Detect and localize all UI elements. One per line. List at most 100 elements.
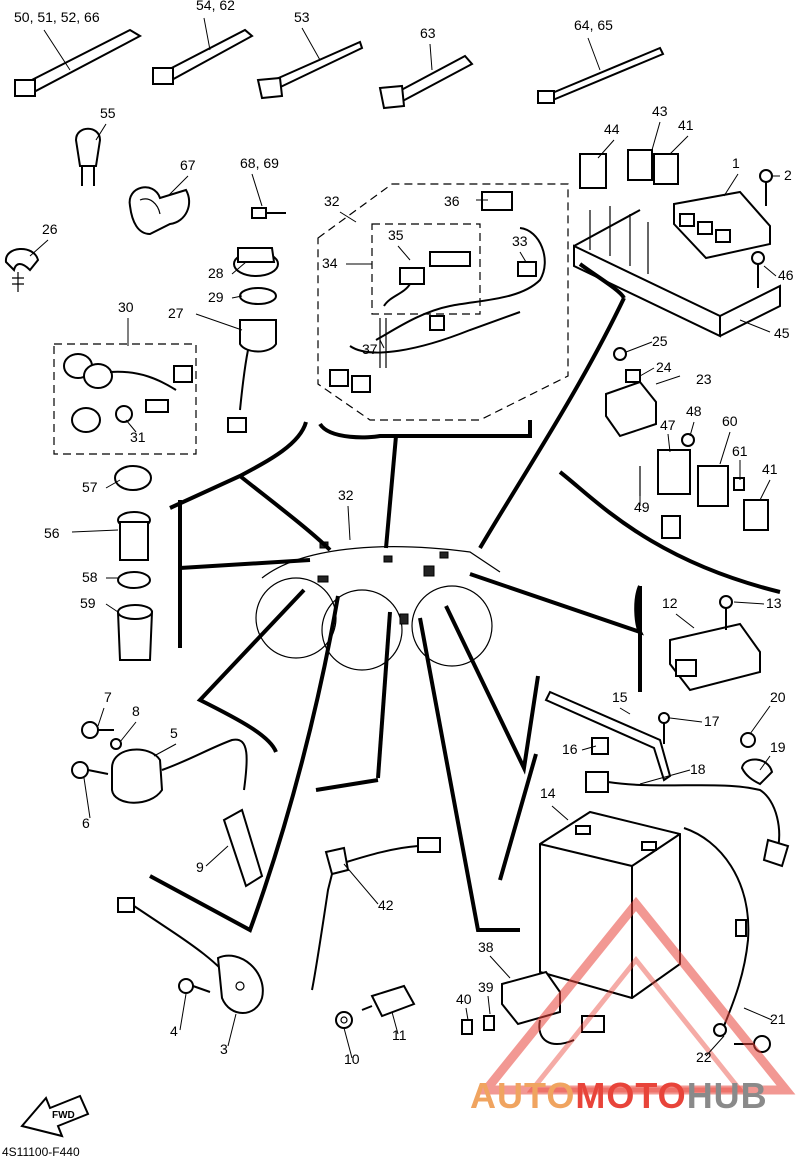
sensor-42 xyxy=(311,837,441,991)
leader-line xyxy=(231,261,247,275)
callout-45: 45 xyxy=(774,325,790,341)
leader-line xyxy=(231,295,243,299)
battery-cable-21 xyxy=(683,827,750,1037)
cover-19-20 xyxy=(740,732,774,786)
ignition-coil-5 xyxy=(71,721,264,888)
leader-line xyxy=(739,319,771,333)
callout-67: 67 xyxy=(180,157,196,173)
watermark-part-moto: MOTO xyxy=(575,1075,686,1116)
callout-38: 38 xyxy=(478,939,494,955)
leader-line xyxy=(301,27,321,61)
callout-13: 13 xyxy=(766,595,782,611)
callout-3: 3 xyxy=(220,1041,228,1057)
callout-44: 44 xyxy=(604,121,620,137)
callout-23: 23 xyxy=(696,371,712,387)
leader-line xyxy=(733,601,765,605)
switch-11 xyxy=(361,984,416,1018)
leader-line xyxy=(705,1035,725,1057)
leader-line xyxy=(625,341,653,353)
callout-42: 42 xyxy=(378,897,394,913)
leader-line xyxy=(487,995,491,1015)
rectifier-regulator-12 xyxy=(669,595,761,692)
callout-34: 34 xyxy=(322,255,338,271)
callout-48: 48 xyxy=(686,403,702,419)
callout-35: 35 xyxy=(388,227,404,243)
ecu-unit-1 xyxy=(673,190,771,260)
callout-26: 26 xyxy=(42,221,58,237)
damper-16 xyxy=(591,737,609,755)
callout-61: 61 xyxy=(732,443,748,459)
watermark: AUTOMOTOHUB xyxy=(470,896,796,1116)
leader-line xyxy=(179,993,187,1031)
callout-41-top: 41 xyxy=(678,117,694,133)
callout-56: 56 xyxy=(44,525,60,541)
relays-43-44-41 xyxy=(579,149,679,189)
leader-line xyxy=(29,239,49,257)
callout-32-mid: 32 xyxy=(338,487,354,503)
bulb-set-30 xyxy=(53,343,197,455)
leader-line xyxy=(105,603,119,613)
callout-9: 9 xyxy=(196,859,204,875)
part-cable-tie-53 xyxy=(256,40,364,100)
part-key-68 xyxy=(251,207,286,219)
part-cable-tie-54 xyxy=(152,28,254,85)
callout-12: 12 xyxy=(662,595,678,611)
leader-line xyxy=(83,777,91,819)
callout-40: 40 xyxy=(456,991,472,1007)
svg-text:AUTOMOTOHUB: AUTOMOTOHUB xyxy=(470,1075,768,1116)
ecu-bracket-45 xyxy=(573,206,781,338)
callout-36: 36 xyxy=(444,193,460,209)
leader-line xyxy=(251,173,263,207)
callout-2: 2 xyxy=(784,167,792,183)
leader-line xyxy=(519,251,527,263)
fuses-60-61-41 xyxy=(697,465,769,531)
leader-line xyxy=(71,529,119,533)
fuse-box-47 xyxy=(639,433,695,539)
accessory-socket-56 xyxy=(114,465,154,661)
leader-line xyxy=(723,173,739,197)
callout-68-69: 68, 69 xyxy=(240,155,279,171)
leader-line xyxy=(397,245,411,261)
leader-line xyxy=(551,805,569,821)
callout-22: 22 xyxy=(696,1049,712,1065)
callout-33: 33 xyxy=(512,233,528,249)
callout-15: 15 xyxy=(612,689,628,705)
leader-line xyxy=(205,845,229,867)
callout-leaders xyxy=(29,17,780,1059)
callout-49: 49 xyxy=(634,499,650,515)
callout-63: 63 xyxy=(420,25,436,41)
callout-14: 14 xyxy=(540,785,556,801)
fwd-label: FWD xyxy=(52,1110,75,1121)
leader-line xyxy=(669,135,689,155)
starter-relay-23 xyxy=(605,347,657,438)
bolt-2 xyxy=(759,169,773,206)
callout-59: 59 xyxy=(80,595,96,611)
callout-18: 18 xyxy=(690,761,706,777)
part-clamp-67 xyxy=(128,186,191,236)
callout-57: 57 xyxy=(82,479,98,495)
callout-4: 4 xyxy=(170,1023,178,1039)
drawing-code: 4S11100-F440 xyxy=(2,1145,80,1159)
leader-line xyxy=(749,705,771,735)
callout-17: 17 xyxy=(704,713,720,729)
callout-11: 11 xyxy=(392,1027,407,1043)
callout-54-62: 54, 62 xyxy=(196,0,235,13)
leader-line xyxy=(651,121,661,151)
callout-29: 29 xyxy=(208,289,224,305)
callout-50-51-52-66: 50, 51, 52, 66 xyxy=(14,9,100,25)
callout-19: 19 xyxy=(770,739,786,755)
callout-41-mid: 41 xyxy=(762,461,778,477)
forward-direction-arrow: FWD xyxy=(20,1094,90,1138)
leader-line xyxy=(465,1007,469,1021)
leader-line xyxy=(759,479,771,501)
leader-line xyxy=(689,421,695,437)
harness-subassembly-32 xyxy=(317,183,569,421)
watermark-part-hub: HUB xyxy=(687,1075,768,1116)
callout-5: 5 xyxy=(170,725,178,741)
callout-6: 6 xyxy=(82,815,90,831)
bolt-17 xyxy=(658,712,670,744)
leader-line xyxy=(743,1007,773,1021)
leader-line xyxy=(105,479,121,489)
